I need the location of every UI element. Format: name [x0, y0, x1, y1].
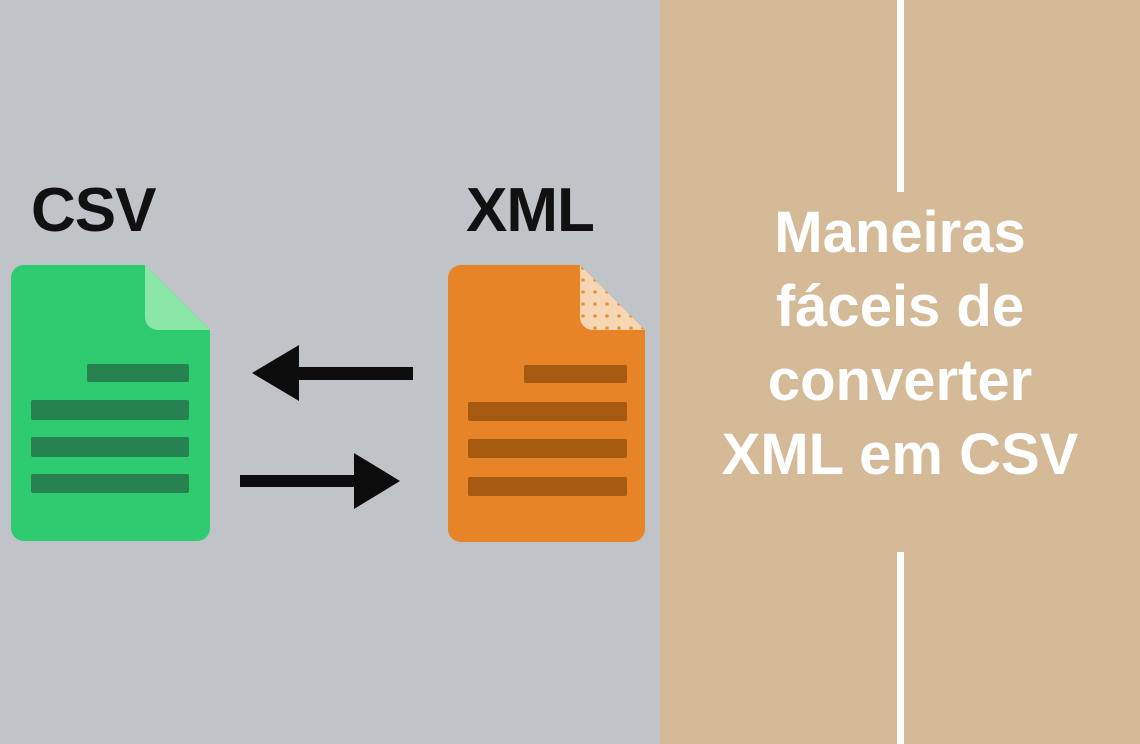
page-title: Maneiras fáceis de converter XML em CSV	[660, 196, 1140, 492]
left-panel: CSV XML	[0, 0, 660, 744]
conversion-arrows	[240, 345, 413, 509]
csv-file-text-lines	[31, 364, 189, 493]
title-line-2: fáceis de	[775, 274, 1025, 339]
right-panel: Maneiras fáceis de converter XML em CSV	[660, 0, 1140, 744]
bottom-divider-line	[897, 552, 904, 744]
arrow-left-icon	[252, 345, 413, 401]
xml-file-icon	[448, 265, 645, 542]
title-line-1: Maneiras	[774, 200, 1026, 265]
csv-file-icon	[11, 265, 210, 541]
arrow-right-icon	[240, 453, 400, 509]
csv-file-fold	[145, 265, 210, 330]
xml-file-text-lines	[468, 365, 627, 496]
title-line-3: converter	[767, 348, 1033, 413]
csv-label: CSV	[31, 176, 156, 245]
xml-label: XML	[466, 176, 595, 245]
top-divider-line	[897, 0, 904, 192]
xml-file-fold-texture	[580, 265, 645, 330]
title-line-4: XML em CSV	[721, 422, 1079, 487]
